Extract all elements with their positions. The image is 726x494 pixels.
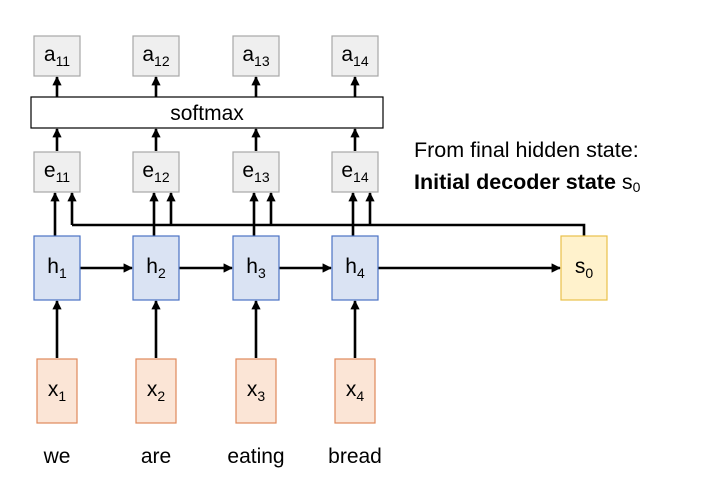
x-node-3-label: x3 — [247, 378, 266, 404]
note-bold-text: Initial decoder state — [414, 170, 616, 194]
a-node-1-label: a11 — [44, 43, 70, 69]
e-node-4: e14 — [331, 151, 379, 193]
e-node-3-label: e13 — [242, 159, 269, 185]
e-node-1: e11 — [33, 151, 81, 193]
input-word-4: bread — [328, 445, 382, 468]
e-node-4-label: e14 — [341, 159, 368, 185]
e-node-3: e13 — [232, 151, 280, 193]
decoder-init-note: From final hidden state: Initial decoder… — [414, 134, 640, 203]
x-node-1: x1 — [36, 358, 78, 424]
a-node-4-label: a14 — [341, 43, 368, 69]
x-node-4: x4 — [334, 358, 376, 424]
input-word-2: are — [141, 445, 171, 468]
softmax-label: softmax — [170, 102, 244, 125]
h-node-1-label: h1 — [47, 255, 67, 281]
e-node-1-label: e11 — [44, 159, 70, 185]
h-node-4-label: h4 — [345, 255, 365, 281]
note-symbol: s — [621, 170, 633, 194]
h-node-3: h3 — [232, 235, 280, 301]
input-word-3: eating — [227, 445, 284, 468]
h-node-1: h1 — [33, 235, 81, 301]
h-node-2: h2 — [132, 235, 180, 301]
h-node-2-label: h2 — [146, 255, 166, 281]
a-node-1: a11 — [33, 35, 81, 77]
a-node-4: a14 — [331, 35, 379, 77]
s0-feed-line — [72, 223, 586, 236]
note-line-1: From final hidden state: — [414, 138, 639, 162]
input-word-1: we — [43, 445, 71, 468]
x-node-2: x2 — [135, 358, 177, 424]
note-line-2: Initial decoder state s0 — [414, 166, 640, 203]
h-node-4: h4 — [331, 235, 379, 301]
h-node-3-label: h3 — [246, 255, 266, 281]
a-node-2-label: a12 — [142, 43, 169, 69]
e-node-2: e12 — [132, 151, 180, 193]
s0-node-label: s0 — [575, 255, 594, 281]
note-subscript: 0 — [632, 179, 641, 195]
x-node-2-label: x2 — [147, 378, 166, 404]
a-node-2: a12 — [132, 35, 180, 77]
s0-node: s0 — [560, 235, 608, 301]
a-node-3: a13 — [232, 35, 280, 77]
x-node-3: x3 — [235, 358, 277, 424]
x-node-4-label: x4 — [346, 378, 365, 404]
x-node-1-label: x1 — [48, 378, 67, 404]
e-node-2-label: e12 — [142, 159, 169, 185]
softmax-box: softmax — [30, 96, 384, 129]
a-node-3-label: a13 — [242, 43, 269, 69]
